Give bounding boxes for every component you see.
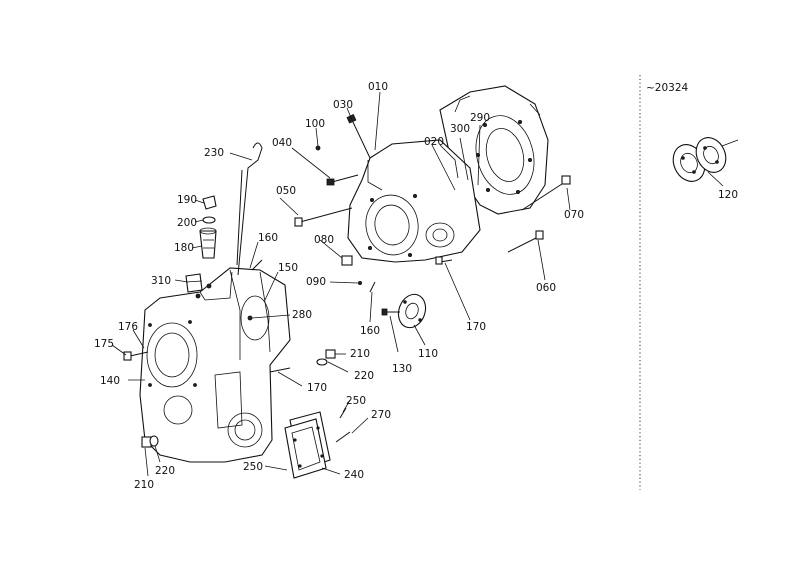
callout-080: 080 (314, 234, 334, 246)
callout-230: 230 (204, 147, 224, 159)
callout-175: 175 (94, 338, 114, 350)
callout-170-lower: 170 (307, 382, 327, 394)
fitting-310-drawing (185, 273, 203, 293)
callout-280: 280 (292, 309, 312, 321)
transmission-case-drawing (139, 267, 291, 463)
bolts-drawing (123, 114, 571, 448)
side-cover-drawing (284, 411, 331, 479)
callout-180: 180 (174, 242, 194, 254)
callout-040: 040 (272, 137, 292, 149)
callout-090: 090 (306, 276, 326, 288)
serial-note: ~20324 (646, 82, 689, 94)
callout-020: 020 (424, 136, 444, 148)
callout-050: 050 (276, 185, 296, 197)
callout-100: 100 (305, 118, 325, 130)
callout-250-upper: 250 (346, 395, 366, 407)
callout-labels: 010 030 100 040 300 290 020 230 050 070 … (94, 81, 738, 491)
callout-250-lower: 250 (243, 461, 263, 473)
callout-240: 240 (344, 469, 364, 481)
callout-110: 110 (418, 348, 438, 360)
callout-170-right: 170 (466, 321, 486, 333)
front-cover-drawing (347, 139, 481, 263)
leader-lines (111, 91, 724, 477)
callout-210-upper: 210 (350, 348, 370, 360)
filter-drawing (199, 195, 217, 259)
callout-310: 310 (151, 275, 171, 287)
callout-290: 290 (470, 112, 490, 124)
callout-210-lower: 210 (134, 479, 154, 491)
callout-160-lower: 160 (360, 325, 380, 337)
callout-130: 130 (392, 363, 412, 375)
callout-220-lower: 220 (155, 465, 175, 477)
part-110-drawing (397, 293, 427, 329)
callout-030: 030 (333, 99, 353, 111)
callout-190: 190 (177, 194, 197, 206)
callout-070: 070 (564, 209, 584, 221)
dipstick-drawing (236, 142, 263, 276)
callout-270: 270 (371, 409, 391, 421)
callout-120: 120 (718, 189, 738, 201)
callout-060: 060 (536, 282, 556, 294)
callout-200: 200 (177, 217, 197, 229)
callout-300: 300 (450, 123, 470, 135)
part-120-drawing (672, 137, 739, 182)
callout-176: 176 (118, 321, 138, 333)
callout-150: 150 (278, 262, 298, 274)
callout-220-upper: 220 (354, 370, 374, 382)
callout-160-upper: 160 (258, 232, 278, 244)
callout-140: 140 (100, 375, 120, 387)
callout-010: 010 (368, 81, 388, 93)
